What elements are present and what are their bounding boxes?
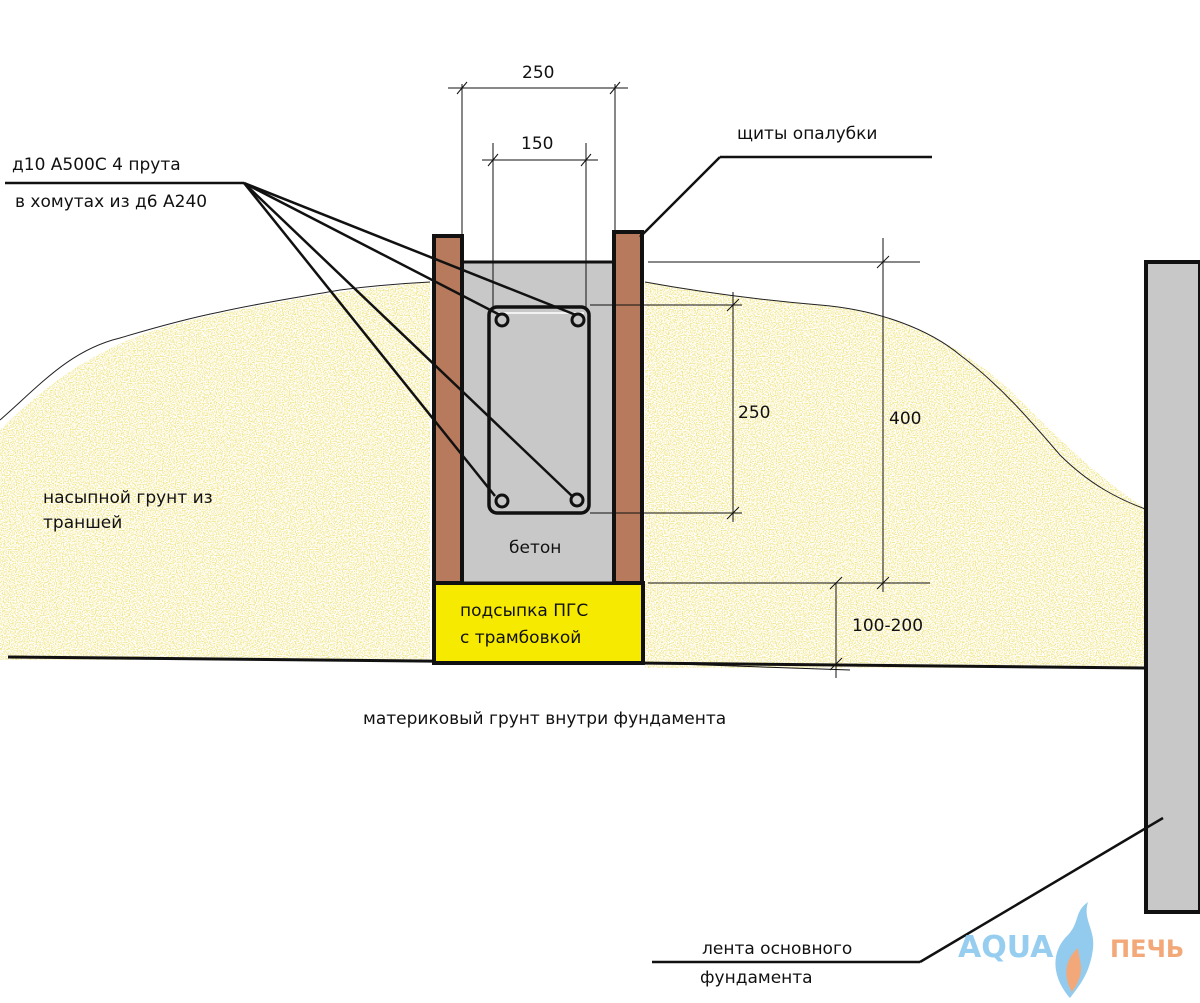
rebar-bars	[494, 312, 586, 509]
rebar-label-line2: в хомутах из д6 А240	[15, 192, 207, 212]
sand-bed	[432, 581, 645, 665]
logo-flame-icon	[1055, 902, 1094, 998]
dim-sand-depth: 100-200	[852, 616, 923, 636]
fill-soil-left	[0, 281, 431, 660]
rebar-bottom-right	[569, 492, 585, 508]
logo-text-aqua: AQUA	[958, 930, 1054, 965]
rebar-leaders	[5, 181, 577, 497]
dim-height-total: 400	[889, 409, 921, 429]
rebar-bottom-left	[494, 493, 510, 509]
dim-width-cage: 150	[521, 134, 553, 154]
aquapech-logo: AQUA ПЕЧЬ	[958, 902, 1184, 998]
concrete-body	[458, 260, 617, 585]
concrete-label: бетон	[509, 538, 561, 558]
rebar-stirrup	[487, 305, 591, 515]
rebar-label-line1: д10 А500С 4 прута	[12, 155, 181, 175]
main-strip-label-line2: фундамента	[700, 968, 813, 988]
dim-height-cage: 250	[738, 403, 770, 423]
native-soil-label: материковый грунт внутри фундамента	[363, 709, 726, 729]
rebar-top-left	[494, 312, 510, 328]
formwork-label: щиты опалубки	[737, 124, 877, 144]
dim-width-total: 250	[522, 63, 554, 83]
logo-text-pech: ПЕЧЬ	[1110, 935, 1184, 963]
fill-soil-label-line2: траншей	[43, 513, 122, 533]
sand-bed-label-line1: подсыпка ПГС	[460, 601, 588, 621]
formwork-right	[612, 230, 644, 585]
main-foundation-strip	[1144, 260, 1200, 914]
dimension-lines	[448, 81, 930, 678]
main-strip-label-line1: лента основного	[702, 939, 852, 959]
formwork-leader	[639, 155, 932, 238]
sand-bed-label-line2: с трамбовкой	[460, 628, 581, 648]
rebar-top-right	[570, 312, 586, 328]
main-strip-leader	[652, 816, 1164, 964]
fill-soil-label-line1: насыпной грунт из	[43, 488, 213, 508]
fill-soil-right	[644, 281, 1149, 668]
